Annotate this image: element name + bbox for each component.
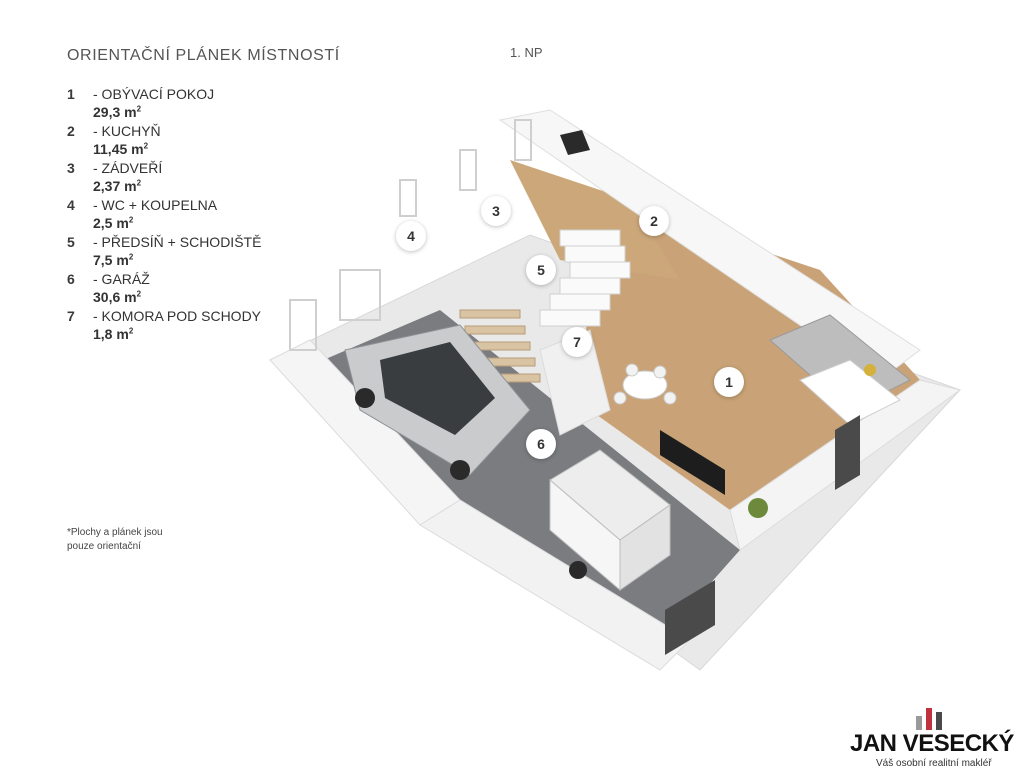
legend-item: 5 - PŘEDSÍŇ + SCHODIŠTĚ 7,5 m2 (67, 234, 327, 271)
logo-bars-icon (916, 708, 942, 730)
legend-number: 3 (67, 160, 75, 176)
brand-name: JAN VESECKÝ (850, 730, 1014, 757)
room-marker-1: 1 (714, 367, 744, 397)
legend-number: 2 (67, 123, 75, 139)
trailer (549, 449, 671, 592)
legend-room-name: - ZÁDVEŘÍ (93, 160, 163, 176)
room-marker-6: 6 (526, 429, 556, 459)
room-marker-5: 5 (526, 255, 556, 285)
brand-tagline: Váš osobní realitní makléř (876, 758, 992, 769)
legend-number: 1 (67, 86, 75, 102)
room-marker-2: 2 (639, 206, 669, 236)
legend-room-area: 7,5 m2 (93, 252, 134, 268)
plant (748, 498, 768, 518)
wall-back (498, 109, 921, 381)
brand-logo: JAN VESECKÝ Váš osobní realitní makléř (850, 706, 1024, 769)
room-marker-7: 7 (562, 327, 592, 357)
legend-room-area: 2,5 m2 (93, 215, 134, 231)
dining-table (613, 363, 677, 405)
legend-room-area: 11,45 m2 (93, 141, 149, 157)
legend-item: 1 - OBÝVACÍ POKOJ 29,3 m2 (67, 86, 327, 123)
legend-room-area: 29,3 m2 (93, 104, 142, 120)
room-legend: 1 - OBÝVACÍ POKOJ 29,3 m2 2 - KUCHYŇ 11,… (67, 86, 327, 345)
legend-number: 5 (67, 234, 75, 250)
tv (660, 430, 725, 495)
legend-room-area: 30,6 m2 (93, 289, 142, 305)
legend-item: 3 - ZÁDVEŘÍ 2,37 m2 (67, 160, 327, 197)
legend-room-name: - GARÁŽ (93, 271, 150, 287)
legend-number: 4 (67, 197, 75, 213)
legend-room-area: 2,37 m2 (93, 178, 142, 194)
window-frames (289, 119, 532, 351)
garage-shelving (459, 309, 541, 383)
room-marker-4: 4 (396, 221, 426, 251)
legend-item: 7 - KOMORA POD SCHODY 1,8 m2 (67, 308, 327, 345)
exterior-doors (665, 415, 860, 655)
room-marker-3: 3 (481, 196, 511, 226)
legend-room-name: - PŘEDSÍŇ + SCHODIŠTĚ (93, 234, 262, 250)
legend-item: 6 - GARÁŽ 30,6 m2 (67, 271, 327, 308)
legend-room-name: - KOMORA POD SCHODY (93, 308, 262, 324)
legend-room-name: - WC + KOUPELNA (93, 197, 218, 213)
sofa (769, 314, 911, 426)
kitchen-floor (510, 160, 680, 280)
floor-plan-illustration (269, 109, 962, 671)
staircase (539, 229, 631, 327)
legend-room-name: - OBÝVACÍ POKOJ (93, 86, 215, 102)
legend-item: 4 - WC + KOUPELNA 2,5 m2 (67, 197, 327, 234)
legend-item: 2 - KUCHYŇ 11,45 m2 (67, 123, 327, 160)
legend-number: 7 (67, 308, 75, 324)
floor-label: 1. NP (510, 45, 543, 60)
legend-room-area: 1,8 m2 (93, 326, 134, 342)
car (344, 324, 531, 480)
kitchen-hob (560, 130, 590, 155)
legend-number: 6 (67, 271, 75, 287)
legend-room-name: - KUCHYŇ (93, 123, 161, 139)
disclaimer-note: *Plochy a plánek jsou pouze orientační (67, 527, 163, 552)
page-title: ORIENTAČNÍ PLÁNEK MÍSTNOSTÍ (67, 47, 340, 64)
